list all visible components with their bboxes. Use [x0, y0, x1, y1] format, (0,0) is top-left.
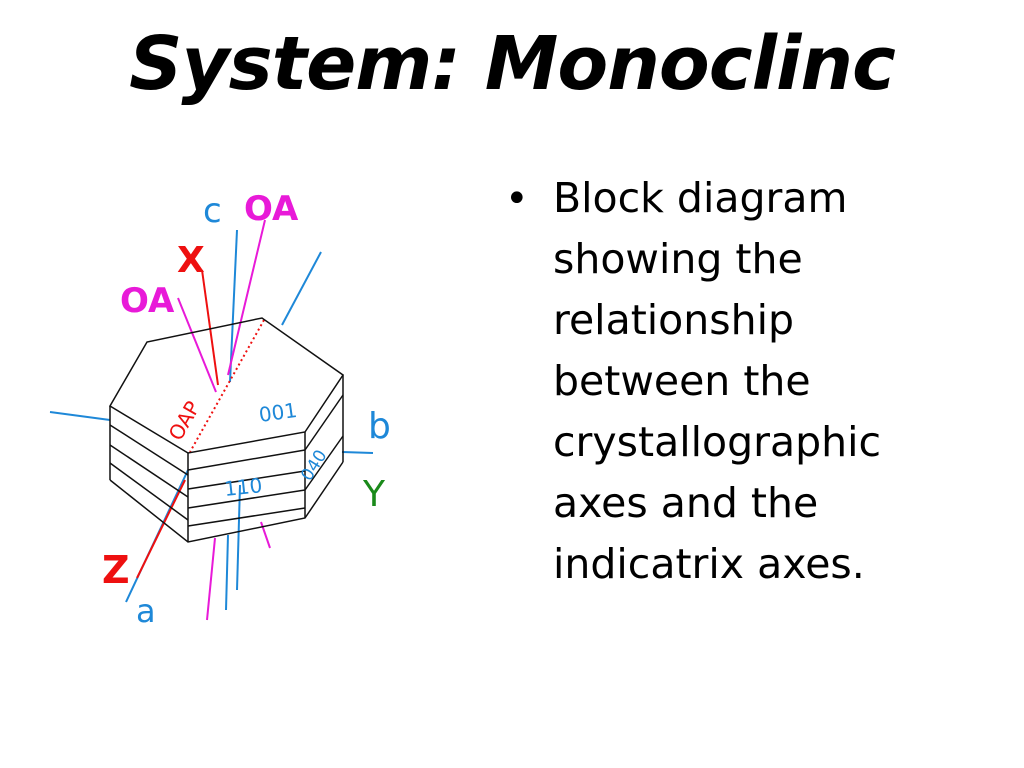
b-axis-upper [281, 251, 322, 326]
bullet-line: axes and the [553, 479, 819, 527]
face-110-label: 110 [223, 473, 263, 501]
b-axis-right [341, 451, 374, 454]
optic-axis-left [177, 297, 217, 393]
x-axis-label: X [177, 240, 205, 281]
c-axis-label: c [203, 191, 222, 231]
front-face-line-3 [187, 489, 306, 509]
crystal-axes [49, 229, 374, 611]
front-face-line-4 [187, 507, 306, 527]
left-face-line-2 [109, 444, 189, 498]
b-axis-left [49, 411, 111, 421]
bullet-list: • Block diagram showing the relationship… [505, 168, 925, 595]
block-diagram-svg: 001 110 040 OAP c OA X OA b Y Z a [49, 189, 391, 630]
left-face-line-3 [109, 462, 189, 521]
bullet-line: relationship [553, 296, 794, 344]
right-face-line-2 [304, 435, 344, 491]
front-face-line-1 [187, 449, 306, 471]
y-axis-label: Y [362, 474, 386, 515]
oap-trace [189, 319, 265, 453]
x-axis-line [201, 269, 219, 386]
face-001-label: 001 [257, 398, 298, 427]
c-axis-lower [225, 534, 229, 611]
bullet-line: indicatrix axes. [553, 540, 865, 588]
crystal-block [108, 317, 345, 543]
optic-axis-left-label: OA [120, 281, 175, 321]
a-axis-label: a [136, 592, 156, 630]
face-040-label: 040 [297, 447, 331, 485]
optic-axis-upper [227, 219, 266, 376]
indicatrix-axes [136, 269, 219, 579]
optic-axis-top-label: OA [244, 189, 299, 229]
bullet-marker: • [505, 176, 529, 222]
bullet-text: Block diagram showing the relationship b… [553, 168, 903, 595]
z-axis-label: Z [102, 548, 130, 592]
optic-axis-lower-left [206, 537, 216, 621]
left-face-line-1 [109, 424, 189, 476]
front-face-line-2 [187, 470, 306, 490]
c-axis-upper [229, 229, 238, 383]
slide-title: System: Monoclinc [129, 21, 896, 107]
bullet-line: between the [553, 357, 811, 405]
right-face-line-1 [304, 394, 344, 451]
oap-label: OAP [164, 397, 205, 445]
bottom-edge [109, 461, 344, 543]
bullet-line: Block diagram [553, 174, 848, 222]
bullet-line: showing the [553, 235, 803, 283]
bullet-item: • Block diagram showing the relationship… [505, 168, 925, 595]
blue-line-lower-left [236, 484, 241, 591]
block-diagram: 001 110 040 OAP c OA X OA b Y Z a [40, 170, 440, 640]
z-axis-line [136, 479, 186, 579]
bullet-line: crystallographic [553, 418, 882, 466]
b-axis-label: b [368, 406, 391, 447]
